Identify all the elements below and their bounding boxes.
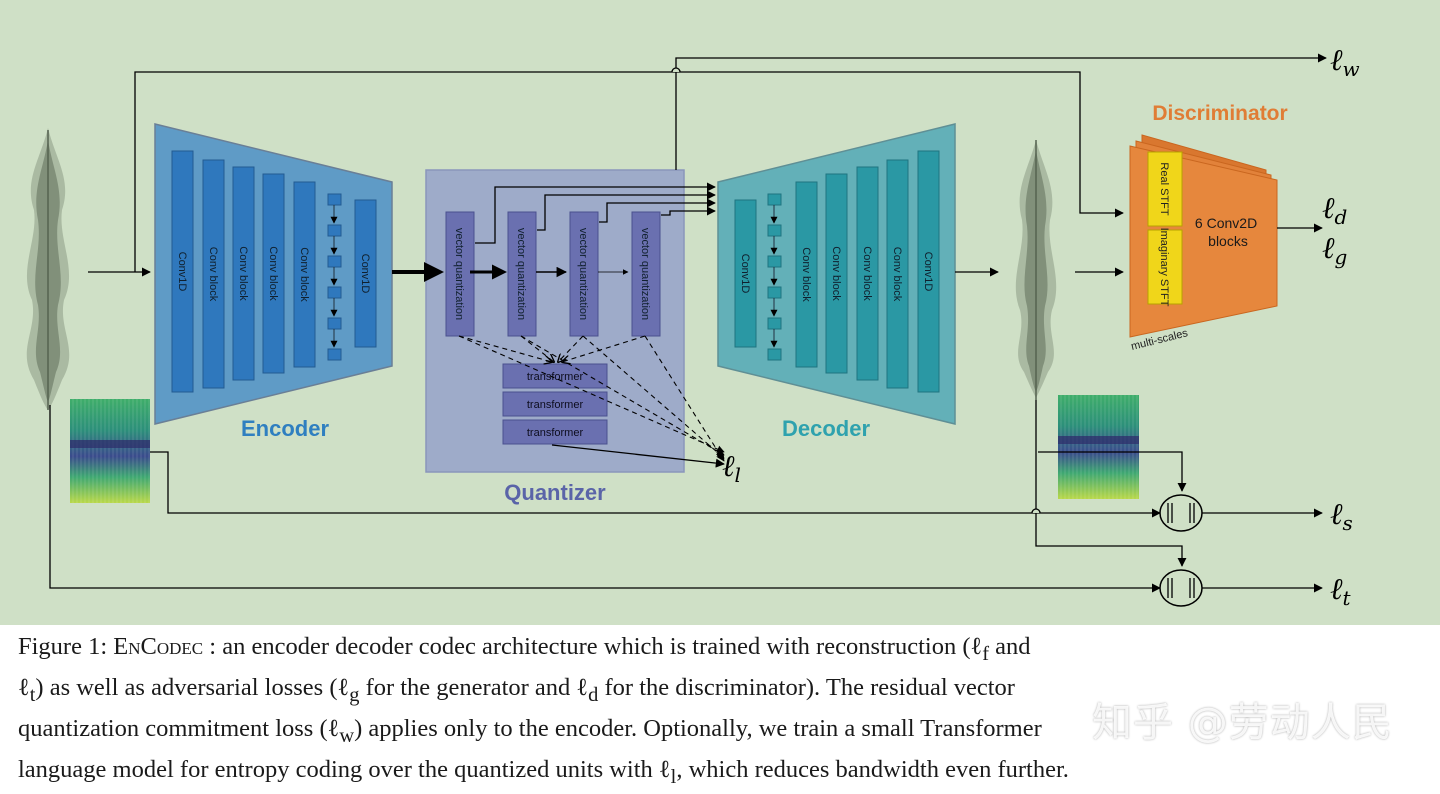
transformer-label: transformer — [527, 427, 584, 439]
encoder-title: Encoder — [241, 416, 329, 441]
encoder-residual-unit — [327, 255, 342, 268]
caption-line-1: Figure 1: EnCodec : an encoder decoder c… — [18, 633, 1031, 665]
output-spectrogram — [1058, 395, 1139, 499]
input-waveform — [26, 128, 70, 410]
encoder-layer — [293, 181, 316, 368]
decoder-residual-unit — [767, 317, 782, 330]
encoder-residual-unit — [327, 286, 342, 299]
encoder-residual-unit — [327, 224, 342, 237]
line-crossing — [1031, 508, 1041, 514]
encoder-residual-unit — [327, 348, 342, 361]
encoder-block: Conv1D Conv block Conv block Conv block Conv… — [154, 123, 393, 441]
transformer-block — [502, 419, 608, 445]
vector-quantization-label: vector quantization — [639, 228, 651, 320]
caption-model-name: EnCodec — [113, 633, 204, 660]
encoder-layer — [171, 150, 194, 393]
decoder-residual-unit — [767, 255, 782, 268]
encoder-layer-label: Conv block — [298, 247, 310, 302]
quantizer-title: Quantizer — [504, 480, 606, 505]
decoder-layer-label: Conv block — [861, 246, 873, 301]
decoder-block: Conv1D Conv block Conv block Conv block Conv… — [717, 123, 956, 441]
caption-line-4: language model for entropy coding over t… — [18, 755, 1069, 788]
decoder-layer-label: Conv block — [891, 247, 903, 302]
quantizer-block: vector quantization vector quantization ve… — [425, 169, 685, 505]
decoder-residual-unit — [767, 286, 782, 299]
vector-quantization-block — [569, 211, 599, 337]
decoder-layer — [886, 159, 909, 389]
vector-quantization-block — [631, 211, 661, 337]
encodec-diagram: Conv1D Conv block Conv block Conv block Conv… — [0, 0, 1440, 625]
encoder-residual-unit — [327, 317, 342, 330]
conv2d-blocks-label: 6 Conv2D blocks — [1195, 215, 1261, 249]
encoder-layer — [354, 199, 377, 348]
decoder-layer-label: Conv1D — [922, 252, 934, 292]
real-stft-label-real: Real STFT — [1158, 162, 1170, 215]
discriminator-title: Discriminator — [1152, 102, 1287, 125]
encoder-layer-label: Conv1D — [359, 254, 371, 294]
vector-quantization-label: vector quantization — [577, 228, 589, 320]
output-waveform — [1015, 140, 1057, 400]
decoder-layer-label: Conv block — [830, 246, 842, 301]
watermark: 知乎 @劳动人民 — [1092, 700, 1393, 746]
vector-quantization-label: vector quantization — [515, 228, 527, 320]
vector-quantization-block — [445, 211, 475, 337]
input-spectrogram — [70, 399, 150, 503]
dashed-connectors — [458, 335, 725, 462]
encoder-layer-label: Conv block — [237, 246, 249, 301]
transformer-block — [502, 391, 608, 417]
decoder-residual-unit — [767, 224, 782, 237]
time-norm-operator — [1159, 569, 1203, 607]
spectral-norm-operator — [1159, 494, 1203, 532]
imaginary-stft-box — [1147, 229, 1183, 305]
transformer-label: transformer — [527, 371, 584, 383]
vector-quantization-label: vector quantization — [453, 228, 465, 320]
transformer-label: transformer — [527, 399, 584, 411]
line-crossing-top — [671, 67, 681, 73]
encoder-residual-unit — [327, 193, 342, 206]
decoder-residual-unit — [767, 193, 782, 206]
caption-line-2: ℓt) as well as adversarial losses (ℓg fo… — [18, 673, 1015, 706]
real-stft-box — [1147, 151, 1183, 227]
vector-quantization-block — [507, 211, 537, 337]
caption-line-3: quantization commitment loss (ℓw) applie… — [18, 714, 1042, 747]
encoder-layer — [232, 166, 255, 381]
encoder-layer — [262, 173, 285, 374]
encoder-layer-label: Conv1D — [176, 252, 188, 292]
imaginary-stft-label: Imaginary STFT — [1158, 228, 1170, 307]
encoder-layer-label: Conv block — [267, 246, 279, 301]
decoder-layer — [917, 150, 940, 393]
decoder-title: Decoder — [782, 416, 870, 441]
encoder-layer — [202, 159, 225, 389]
encoder-layer-label: Conv block — [207, 247, 219, 302]
transformer-block — [502, 363, 608, 389]
decoder-layer-label: Conv1D — [739, 254, 751, 294]
figure-caption: Figure 1: EnCodec : an encoder decoder c… — [18, 630, 1358, 794]
decoder-layer-label: Conv block — [800, 247, 812, 302]
decoder-layer — [734, 199, 757, 348]
decoder-layer — [795, 181, 818, 368]
connectors — [49, 53, 1327, 593]
decoder-layer — [856, 166, 879, 381]
decoder-layer — [825, 173, 848, 374]
decoder-residual-unit — [767, 348, 782, 361]
discriminator-block: Discriminator Real STFT Imaginary STFT 6… — [1129, 102, 1288, 353]
